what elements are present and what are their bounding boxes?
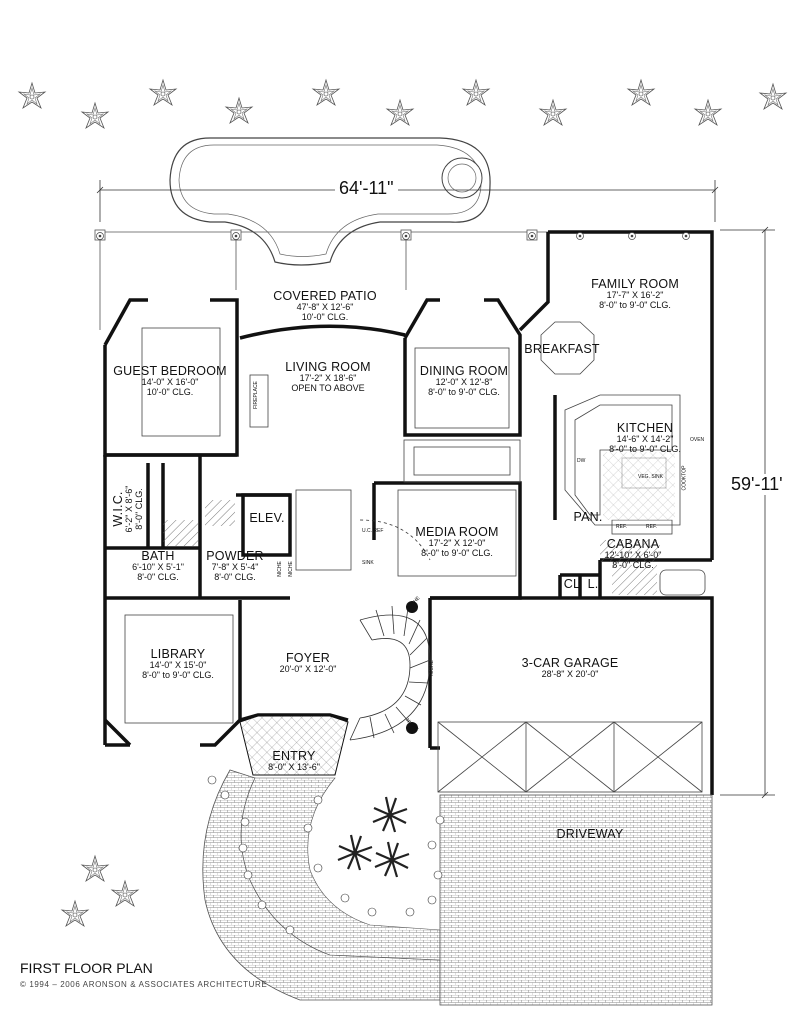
- room-ceiling: 10'-0" CLG.: [301, 311, 349, 322]
- room-name: FOYER: [285, 651, 331, 665]
- ref-label-2: REF.: [646, 524, 657, 530]
- room-name: LIVING ROOM: [285, 360, 371, 374]
- room-ceiling: 8'-0" CLG.: [133, 488, 144, 530]
- room-dims: 6'-10" X 5'-1": [132, 562, 184, 573]
- room-ceiling: 8'-0" CLG.: [214, 571, 256, 582]
- pool: [169, 137, 491, 266]
- dimension-lines: [96, 180, 775, 799]
- room-driveway: DRIVEWAY: [540, 827, 640, 841]
- room-kitchen: KITCHEN 14'-6" X 14'-2" 8'-0" to 9'-0" C…: [590, 421, 700, 454]
- room-name: L.: [587, 577, 599, 591]
- room-name: CABANA: [606, 537, 660, 551]
- room-entry: ENTRY 8'-0" X 13'-6": [244, 749, 344, 773]
- room-name: ELEV.: [249, 511, 285, 525]
- dw-label: DW: [577, 458, 586, 464]
- room-name: DINING ROOM: [419, 364, 509, 378]
- cabana-hatch: [600, 540, 660, 562]
- room-family-room: FAMILY ROOM 17'-7" X 16'-2" 8'-0" to 9'-…: [570, 277, 700, 310]
- room-media-room: MEDIA ROOM 17'-2" X 12'-0" 8'-0" to 9'-0…: [398, 525, 516, 558]
- plan-title: FIRST FLOOR PLAN: [20, 960, 153, 976]
- room-cabana: CABANA 12'-10" X 6'-0" 8'-0" CLG.: [588, 537, 678, 570]
- powder-hatch: [205, 500, 235, 526]
- fireplace-label: FIREPLACE: [252, 381, 259, 409]
- room-covered-patio: COVERED PATIO 47'-8" X 12'-6" 10'-0" CLG…: [260, 289, 390, 322]
- room-library: LIBRARY 14'-0" X 15'-0" 8'-0" to 9'-0" C…: [118, 647, 238, 680]
- room-wic: W.I.C. 6'-2" X 8'-6" 8'-0" CLG.: [111, 469, 144, 549]
- sink-label: SINK: [362, 560, 374, 566]
- room-name: BREAKFAST: [524, 342, 600, 356]
- room-name: KITCHEN: [616, 421, 674, 435]
- room-breakfast: BREAKFAST: [522, 342, 602, 356]
- uc-ref-label: U.C. REF: [362, 528, 384, 534]
- room-dims: 17'-2" X 18'-6": [299, 373, 357, 384]
- room-name: ENTRY: [272, 749, 316, 763]
- room-name: FAMILY ROOM: [591, 277, 679, 291]
- room-ceiling: 8'-0" CLG.: [137, 571, 179, 582]
- room-ceiling: 8'-0" CLG.: [612, 559, 654, 570]
- niche-label-elevator: NICHE: [276, 561, 283, 577]
- oven-label: OVEN: [690, 437, 705, 443]
- room-dims: 14'-0" X 16'-0": [141, 377, 199, 388]
- room-dims: 17'-7" X 16'-2": [606, 290, 664, 301]
- room-foyer: FOYER 20'-0" X 12'-0": [258, 651, 358, 675]
- room-guest-bedroom: GUEST BEDROOM 14'-0" X 16'-0" 10'-0" CLG…: [110, 364, 230, 397]
- room-name: COVERED PATIO: [273, 289, 377, 303]
- wic-hatch: [163, 520, 198, 546]
- room-dims: 47'-8" X 12'-6": [296, 302, 354, 313]
- room-living-room: LIVING ROOM 17'-2" X 18'-6" OPEN TO ABOV…: [268, 360, 388, 393]
- niche-label-hall: NICHE: [287, 561, 294, 577]
- room-dims: 20'-0" X 12'-0": [279, 664, 337, 675]
- room-powder: POWDER 7'-8" X 5'-4" 8'-0" CLG.: [195, 549, 275, 582]
- room-ceiling: OPEN TO ABOVE: [291, 382, 365, 393]
- curved-stair: [349, 519, 431, 741]
- room-bath: BATH 6'-10" X 5'-1" 8'-0" CLG.: [118, 549, 198, 582]
- depth-dimension: 59'-11': [727, 474, 787, 495]
- room-closet: CL: [562, 577, 582, 591]
- kitchen-floor-tile: [603, 452, 675, 520]
- room-ceiling: 10'-0" CLG.: [146, 386, 194, 397]
- room-name: 3-CAR GARAGE: [521, 656, 619, 670]
- room-dims: 17'-2" X 12'-0": [428, 538, 486, 549]
- landscape-bushes: [207, 775, 445, 935]
- niche-markers: [406, 601, 418, 734]
- cooktop-label: COOKTOP: [681, 465, 688, 491]
- room-name: BATH: [141, 549, 175, 563]
- room-name: DRIVEWAY: [556, 827, 624, 841]
- room-dims: 12'-10" X 6'-0": [604, 550, 662, 561]
- room-dims: 8'-0" X 13'-6": [268, 762, 320, 773]
- room-garage: 3-CAR GARAGE 28'-8" X 20'-0": [500, 656, 640, 680]
- room-name: GUEST BEDROOM: [113, 364, 227, 378]
- entry-tile: [239, 715, 349, 776]
- room-pantry: PAN.: [568, 510, 608, 524]
- ref-label-1: REF.: [616, 524, 627, 530]
- room-dims: 28'-8" X 20'-0": [541, 669, 599, 680]
- driveway-paving: [439, 794, 713, 1006]
- room-ceiling: 8'-0" to 9'-0" CLG.: [142, 669, 214, 680]
- room-ceiling: 8'-0" to 9'-0" CLG.: [609, 443, 681, 454]
- room-ceiling: 8'-0" to 9'-0" CLG.: [599, 299, 671, 310]
- room-name: CL: [563, 577, 581, 591]
- landscape-shrubs-top: [18, 79, 787, 129]
- room-name: PAN.: [573, 510, 603, 524]
- walls: [103, 230, 714, 795]
- room-name: MEDIA ROOM: [415, 525, 499, 539]
- room-ceiling: 8'-0" to 9'-0" CLG.: [428, 386, 500, 397]
- walkway: [202, 769, 441, 1001]
- room-name: POWDER: [206, 549, 264, 563]
- room-laundry: L.: [584, 577, 602, 591]
- veg-sink-label: VEG. SINK: [638, 474, 664, 480]
- room-dining-room: DINING ROOM 12'-0" X 12'-8" 8'-0" to 9'-…: [405, 364, 523, 397]
- room-elevator: ELEV.: [246, 511, 288, 525]
- room-dims: 7'-8" X 5'-4": [211, 562, 259, 573]
- copyright-notice: © 1994 – 2006 ARONSON & ASSOCIATES ARCHI…: [20, 980, 268, 989]
- laundry-hatch: [612, 565, 657, 595]
- room-ceiling: 8'-0" to 9'-0" CLG.: [421, 547, 493, 558]
- niche-label-stair-side: NICHE: [428, 660, 435, 676]
- width-dimension: 64'-11": [335, 178, 398, 199]
- room-dims: 14'-0" X 15'-0": [149, 660, 207, 671]
- room-dims: 12'-0" X 12'-8": [435, 377, 493, 388]
- room-name: LIBRARY: [150, 647, 206, 661]
- room-dims: 14'-6" X 14'-2": [616, 434, 674, 445]
